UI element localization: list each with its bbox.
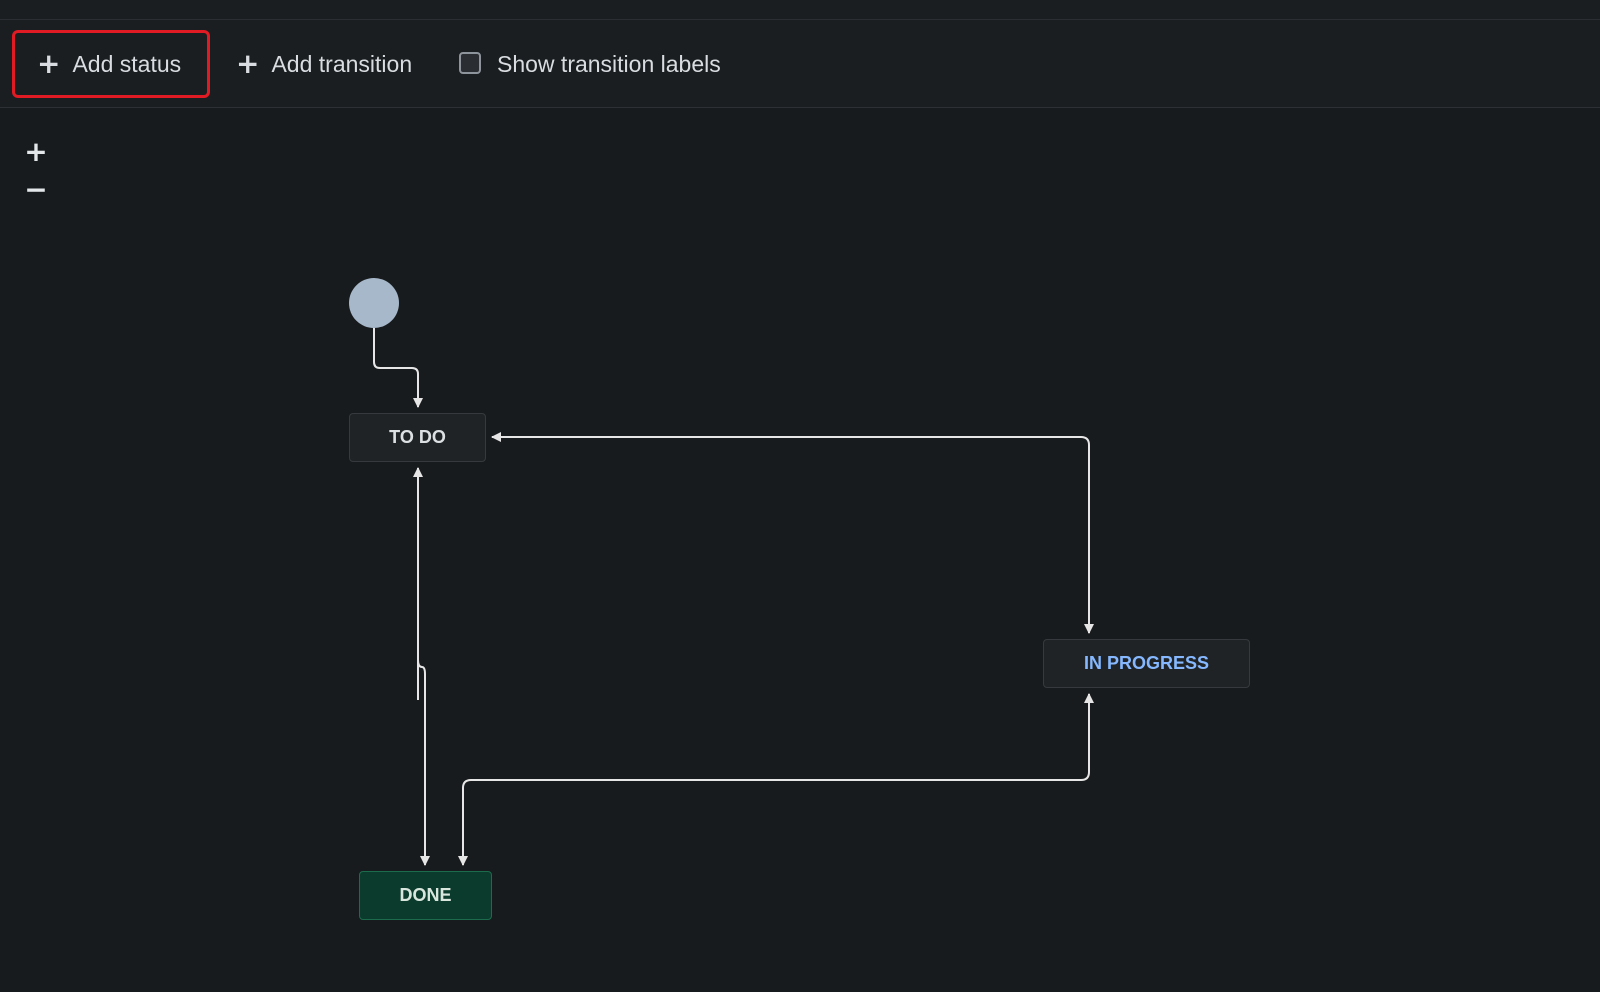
add-transition-button[interactable]: + Add transition — [236, 30, 412, 98]
zoom-in-button[interactable]: + — [24, 135, 48, 168]
status-label-todo: TO DO — [389, 427, 446, 447]
show-transition-labels-label: Show transition labels — [497, 50, 721, 77]
show-transition-labels-checkbox[interactable] — [459, 52, 481, 74]
transition-done-to-inprogress[interactable] — [780, 693, 1094, 781]
show-transition-labels-toggle[interactable]: Show transition labels — [459, 30, 721, 98]
transition-start-to-todo[interactable] — [373, 328, 423, 408]
status-label-in-progress: IN PROGRESS — [1083, 653, 1210, 673]
start-node[interactable] — [349, 278, 399, 328]
status-label-done: DONE — [399, 885, 452, 905]
transition-todo-to-done[interactable] — [417, 659, 430, 866]
status-node-todo[interactable]: TO DO — [349, 413, 486, 462]
add-status-button[interactable]: + Add status — [12, 30, 210, 98]
workflow-toolbar: + Add status + Add transition Show trans… — [0, 20, 1600, 108]
workflow-canvas[interactable] — [0, 108, 1600, 992]
plus-icon: + — [236, 47, 260, 80]
transition-inprogress-to-done[interactable] — [458, 779, 800, 866]
transition-inprogress-to-todo[interactable] — [491, 432, 1090, 482]
status-node-done[interactable]: DONE — [359, 871, 492, 920]
add-transition-label: Add transition — [271, 50, 413, 77]
zoom-out-button[interactable]: − — [24, 173, 48, 206]
status-node-in-progress[interactable]: IN PROGRESS — [1043, 639, 1250, 688]
top-strip — [0, 0, 1600, 20]
add-status-label: Add status — [72, 50, 182, 77]
plus-icon: + — [37, 47, 61, 80]
